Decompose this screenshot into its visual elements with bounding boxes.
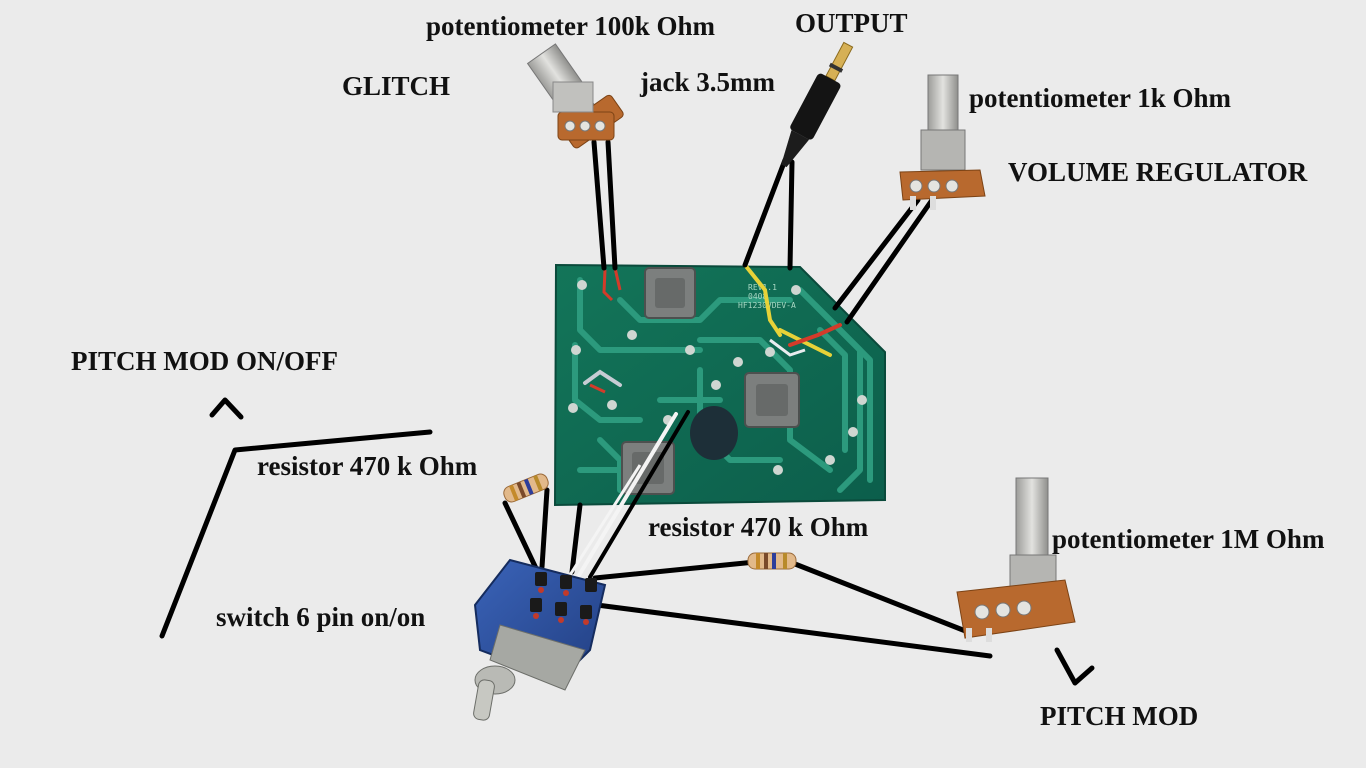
- label-pitch-mod: PITCH MOD: [1040, 701, 1199, 731]
- label-potentiometer-1k: potentiometer 1k Ohm: [969, 83, 1231, 113]
- chip-blob: [690, 406, 738, 460]
- svg-text:0408: 0408: [748, 292, 767, 301]
- toggle-switch: [473, 558, 607, 721]
- label-potentiometer-100k: potentiometer 100k Ohm: [426, 11, 715, 41]
- label-resistor-left: resistor 470 k Ohm: [257, 451, 478, 481]
- circuit-board: REV1.1 0408 HF1230VDEV-A: [553, 263, 886, 507]
- label-pitch-mod-on-off: PITCH MOD ON/OFF: [71, 346, 338, 376]
- resistor-right: [747, 552, 797, 570]
- label-potentiometer-1m: potentiometer 1M Ohm: [1052, 524, 1325, 554]
- switch-pins: [530, 572, 597, 619]
- label-glitch: GLITCH: [342, 71, 451, 101]
- resistor-left: [503, 473, 549, 503]
- label-resistor-right: resistor 470 k Ohm: [648, 512, 869, 542]
- wires: [502, 139, 993, 659]
- label-jack: jack 3.5mm: [640, 67, 775, 97]
- label-switch: switch 6 pin on/on: [216, 602, 426, 632]
- potentiometer-1k: [899, 74, 986, 210]
- pcb-pads: [568, 280, 867, 475]
- down-arrow-icon: [1054, 647, 1095, 686]
- potentiometer-1m: [956, 477, 1076, 642]
- label-output: OUTPUT: [795, 8, 908, 38]
- label-volume-regulator: VOLUME REGULATOR: [1008, 157, 1308, 187]
- switch-pin-solder: [533, 587, 589, 625]
- up-arrow-icon: [209, 397, 244, 420]
- pitch-onoff-pointer: [159, 397, 433, 639]
- audio-jack: [781, 41, 854, 168]
- potentiometer-100k-pins: [552, 81, 615, 141]
